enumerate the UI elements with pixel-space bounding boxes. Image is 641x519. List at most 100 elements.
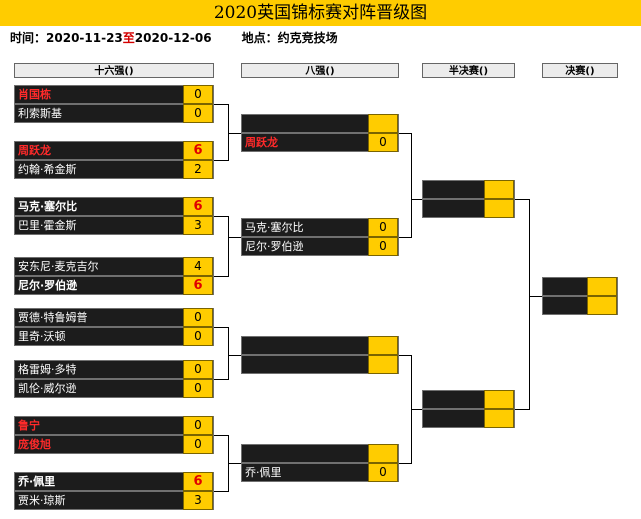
player-slot-sf (422, 199, 515, 218)
player-slot-qf: 尼尔·罗伯逊 0 (241, 237, 399, 256)
player-slot-r16: 巴里·霍金斯 3 (14, 216, 214, 235)
bracket-line (214, 160, 228, 161)
player-score: 0 (368, 133, 398, 152)
player-name: 鲁宁 (18, 419, 40, 432)
bracket-line (399, 463, 411, 464)
player-name: 马克·塞尔比 (18, 200, 78, 213)
player-score (484, 199, 514, 218)
round-header-r16: 十六强() (14, 63, 214, 78)
player-score: 0 (368, 218, 398, 237)
player-score: 0 (183, 104, 213, 123)
bracket-line (214, 435, 228, 436)
date-separator: 至 (122, 31, 135, 45)
bracket-line (214, 216, 228, 217)
bracket-line (529, 199, 530, 410)
player-name: 贾德·特鲁姆普 (18, 311, 88, 324)
bracket-line (214, 276, 228, 277)
player-slot-qf (241, 336, 399, 355)
player-slot-sf (422, 180, 515, 199)
player-score (587, 277, 617, 296)
player-name: 肖国栋 (18, 88, 51, 101)
player-score (484, 390, 514, 409)
bracket-line (228, 327, 229, 380)
player-name: 约翰·希金斯 (18, 163, 77, 176)
player-score: 3 (183, 216, 213, 235)
player-score (368, 336, 398, 355)
time-label: 时间： (10, 31, 47, 45)
player-name: 安东尼·麦克吉尔 (18, 260, 99, 273)
player-score (484, 180, 514, 199)
player-score: 6 (183, 197, 213, 216)
bracket-line (228, 355, 241, 356)
title-bar: 2020英国锦标赛对阵晋级图 (0, 0, 641, 26)
bracket-line (214, 327, 228, 328)
bracket-line (228, 237, 241, 238)
bracket-line (399, 355, 411, 356)
player-score: 6 (183, 276, 213, 295)
player-name: 巴里·霍金斯 (18, 219, 77, 232)
player-name: 周跃龙 (18, 144, 51, 157)
bracket-line (411, 199, 422, 200)
player-slot-sf (422, 390, 515, 409)
player-score: 0 (368, 237, 398, 256)
player-score (587, 296, 617, 315)
player-slot-sf (422, 409, 515, 428)
player-score: 0 (183, 435, 213, 454)
venue-name: 约克竞技场 (277, 31, 338, 45)
round-header-qf: 八强() (241, 63, 399, 78)
bracket-line (214, 104, 228, 105)
bracket-line (515, 199, 529, 200)
player-score: 0 (183, 416, 213, 435)
player-slot-r16: 尼尔·罗伯逊 6 (14, 276, 214, 295)
player-score (368, 444, 398, 463)
player-score: 4 (183, 257, 213, 276)
player-score: 0 (183, 327, 213, 346)
bracket-line (515, 409, 529, 410)
bracket-line (214, 491, 228, 492)
player-slot-r16: 凯伦·威尔逊 0 (14, 379, 214, 398)
player-score (368, 355, 398, 374)
bracket-line (228, 463, 241, 464)
player-score: 0 (368, 463, 398, 482)
player-score: 6 (183, 472, 213, 491)
player-name: 格雷姆·多特 (18, 363, 77, 376)
player-name: 尼尔·罗伯逊 (245, 240, 304, 253)
player-name: 尼尔·罗伯逊 (18, 279, 78, 292)
bracket-line (228, 133, 241, 134)
player-score: 0 (183, 379, 213, 398)
player-name: 凯伦·威尔逊 (18, 382, 77, 395)
bracket-line (228, 104, 229, 161)
end-date: 2020-12-06 (134, 31, 212, 45)
player-slot-r16: 鲁宁 0 (14, 416, 214, 435)
player-slot-qf (241, 444, 399, 463)
bracket-line (411, 409, 422, 410)
player-slot-qf (241, 355, 399, 374)
player-name: 周跃龙 (245, 136, 278, 149)
player-score: 0 (183, 308, 213, 327)
player-slot-r16: 安东尼·麦克吉尔 4 (14, 257, 214, 276)
player-slot-final (542, 296, 618, 315)
player-slot-r16: 贾德·特鲁姆普 0 (14, 308, 214, 327)
player-slot-r16: 马克·塞尔比 6 (14, 197, 214, 216)
page-title: 2020英国锦标赛对阵晋级图 (213, 3, 428, 23)
bracket-line (214, 379, 228, 380)
player-slot-qf: 周跃龙 0 (241, 133, 399, 152)
player-name: 贾米·琼斯 (18, 494, 66, 507)
venue-label: 地点： (241, 31, 278, 45)
bracket-line (228, 216, 229, 277)
player-slot-r16: 贾米·琼斯 3 (14, 491, 214, 510)
bracket-line (399, 133, 411, 134)
player-slot-final (542, 277, 618, 296)
player-score: 0 (183, 360, 213, 379)
player-score: 3 (183, 491, 213, 510)
bracket-line (399, 237, 411, 238)
